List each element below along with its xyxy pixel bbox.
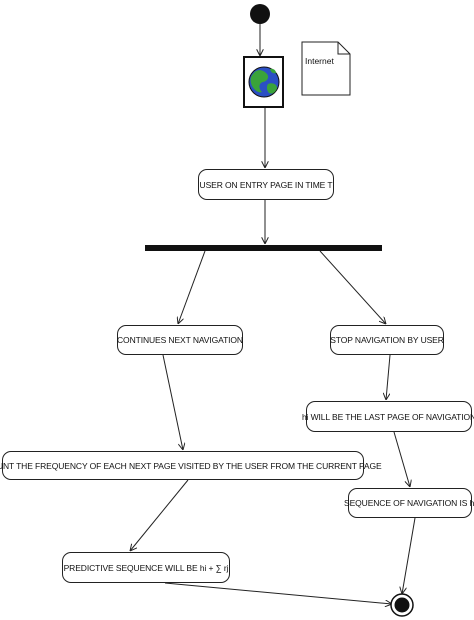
final-node-icon	[390, 593, 414, 617]
action-entry-page: USER ON ENTRY PAGE IN TIME T	[198, 169, 334, 200]
globe-icon	[243, 56, 284, 108]
edge-count-to-predictive	[130, 479, 189, 551]
note-shape	[301, 41, 351, 96]
edge-sequence-to-final	[402, 517, 416, 594]
action-continues-navigation: CONTINUES NEXT NAVIGATION	[117, 325, 243, 355]
action-last-page: hi WILL BE THE LAST PAGE OF NAVIGATION	[302, 401, 474, 432]
note-internet-label: Internet	[305, 56, 334, 66]
action-predictive-sequence: PREDICTIVE SEQUENCE WILL BE hi + ∑ rj	[62, 552, 230, 583]
edge-predictive-to-final	[164, 582, 392, 604]
edge-fork-to-stop	[319, 250, 386, 324]
action-stop-navigation: STOP NAVIGATION BY USER	[330, 325, 444, 355]
edge-continues-to-count	[162, 354, 183, 450]
action-sequence: SEQUENCE OF NAVIGATION IS hi	[344, 488, 474, 518]
action-count-frequency: COUNT THE FREQUENCY OF EACH NEXT PAGE VI…	[0, 451, 382, 480]
edge-stop-to-lastpage	[386, 354, 391, 400]
edge-lastpage-to-sequence	[393, 431, 410, 487]
initial-node-icon	[250, 4, 270, 24]
fork-bar	[145, 245, 382, 251]
edge-fork-to-continues	[178, 250, 206, 324]
